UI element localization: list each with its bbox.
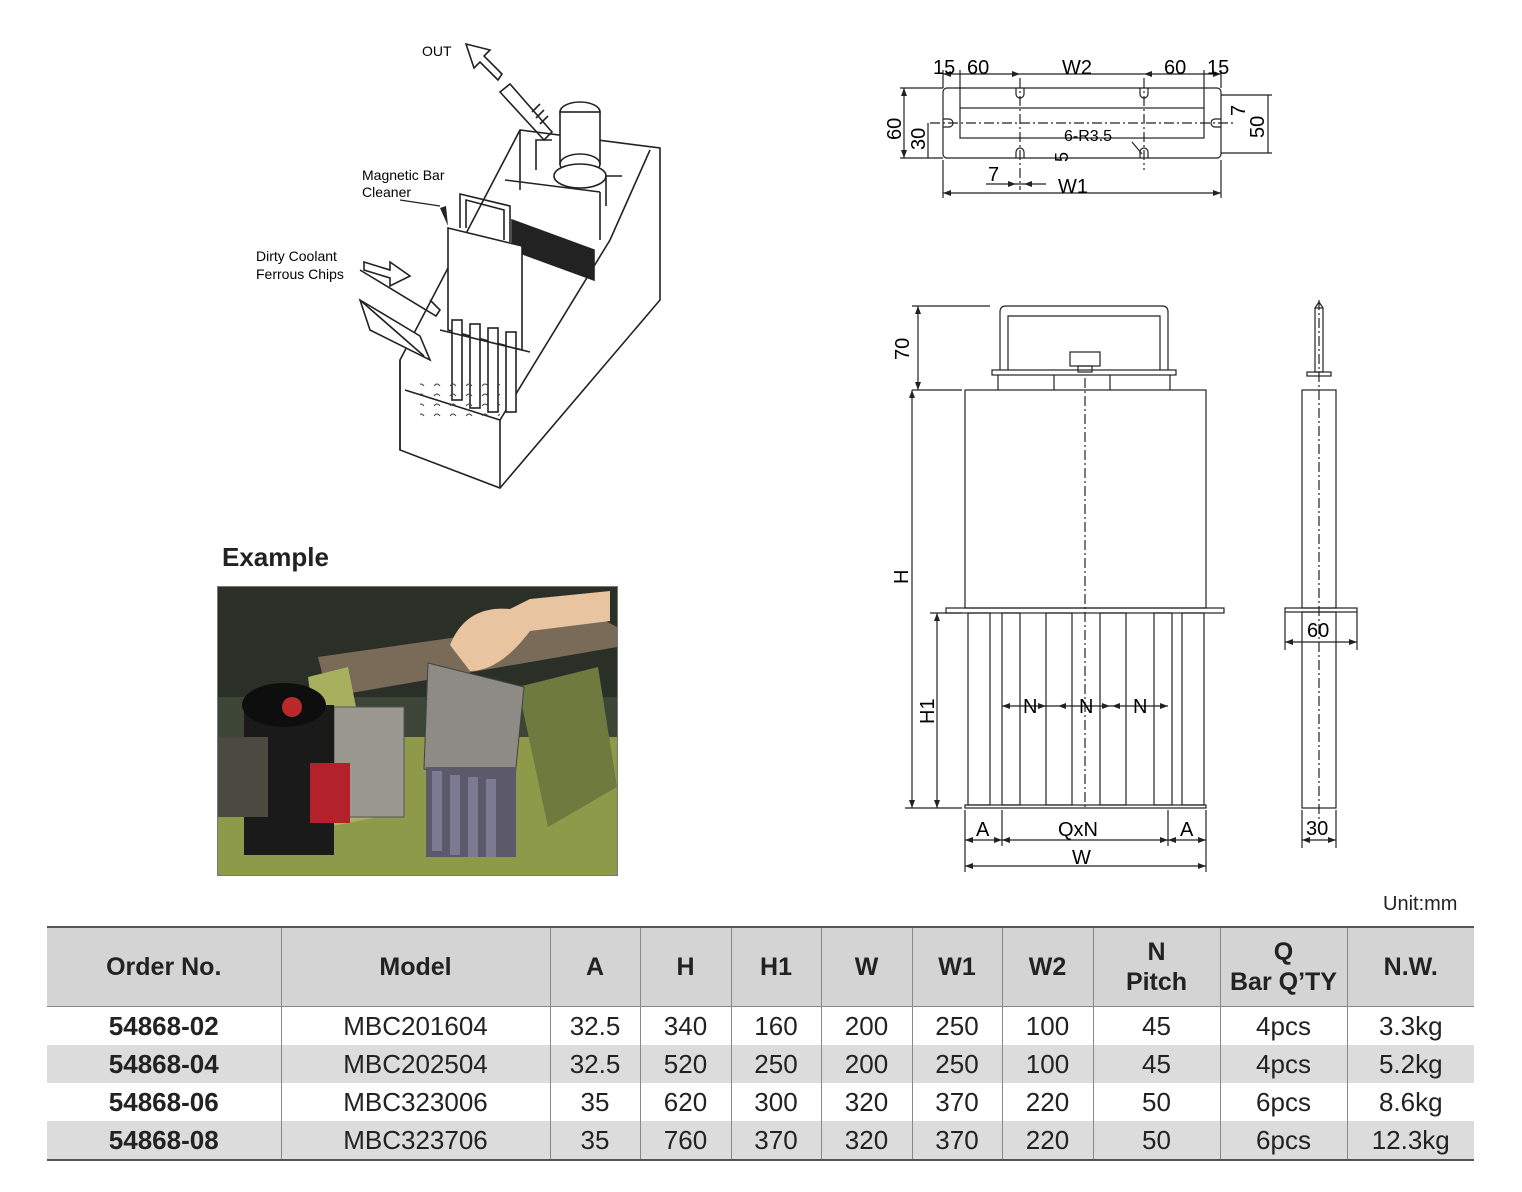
cell-q-bar-qty: 4pcs	[1219, 1045, 1347, 1083]
table-row: 54868-02 MBC201604 32.5 340 160 200 250 …	[47, 1006, 1474, 1045]
cell-w2: 220	[1001, 1083, 1093, 1121]
table-row: 54868-06 MBC323006 35 620 300 320 370 22…	[47, 1083, 1474, 1121]
dim-top-7-bottom: 7	[988, 164, 999, 186]
dim-top-60-right: 60	[1164, 57, 1186, 79]
cell-h: 620	[639, 1083, 731, 1121]
cell-w2: 100	[1001, 1045, 1093, 1083]
cell-w: 200	[820, 1045, 912, 1083]
dim-side-30: 30	[1306, 818, 1328, 840]
dim-front-qxn: QxN	[1058, 819, 1098, 841]
cell-nw: 8.6kg	[1346, 1083, 1474, 1121]
cell-model: MBC202504	[280, 1045, 550, 1083]
cell-w2: 220	[1001, 1121, 1093, 1161]
dim-top-60-vert: 60	[884, 118, 906, 140]
unit-label: Unit:mm	[1383, 893, 1458, 915]
dim-front-70: 70	[892, 338, 914, 360]
table-row: 54868-08 MBC323706 35 760 370 320 370 22…	[47, 1121, 1474, 1161]
example-heading: Example	[222, 542, 329, 572]
cell-a: 35	[549, 1083, 640, 1121]
cell-h: 340	[639, 1006, 731, 1045]
table-row: 54868-04 MBC202504 32.5 520 250 200 250 …	[47, 1045, 1474, 1083]
cell-order-no: 54868-04	[47, 1045, 281, 1083]
cell-q-bar-qty: 4pcs	[1219, 1006, 1347, 1045]
dim-top-radius: 6-R3.5	[1064, 128, 1112, 145]
header-a: A	[549, 926, 640, 1007]
cell-nw: 5.2kg	[1346, 1045, 1474, 1083]
installation-schematic: OUT Magnetic Bar Cleaner Dirty Coolant F…	[256, 42, 661, 489]
cell-h1: 370	[730, 1121, 821, 1161]
cell-h: 760	[639, 1121, 731, 1161]
cell-w: 320	[820, 1121, 912, 1161]
header-model: Model	[280, 926, 550, 1007]
cell-a: 32.5	[549, 1006, 640, 1045]
label-cleaner-line1: Magnetic Bar	[362, 167, 445, 183]
top-view-drawing: 15 60 W2 60 15 60 30 7 50 6-R3.5 5 7 W1	[884, 57, 1272, 198]
cell-n-pitch: 50	[1092, 1121, 1220, 1161]
header-nw: N.W.	[1346, 926, 1474, 1007]
header-order-no: Order No.	[47, 926, 281, 1007]
cell-w1: 250	[911, 1045, 1002, 1083]
cell-w1: 370	[911, 1083, 1002, 1121]
cell-model: MBC201604	[280, 1006, 550, 1045]
example-photo-illustration	[218, 587, 617, 875]
cell-w1: 250	[911, 1006, 1002, 1045]
dim-top-15-left: 15	[933, 57, 955, 79]
cell-q-bar-qty: 6pcs	[1219, 1121, 1347, 1161]
cell-w2: 100	[1001, 1006, 1093, 1045]
cell-h1: 160	[730, 1006, 821, 1045]
cell-h: 520	[639, 1045, 731, 1083]
label-inlet-line1: Dirty Coolant	[256, 248, 337, 264]
dim-front-w: W	[1072, 847, 1091, 869]
cell-q-bar-qty: 6pcs	[1219, 1083, 1347, 1121]
cell-model: MBC323006	[280, 1083, 550, 1121]
header-h1: H1	[730, 926, 821, 1007]
example-photo	[217, 586, 618, 876]
label-inlet-line2: Ferrous Chips	[256, 266, 344, 282]
dim-top-5: 5	[1052, 152, 1072, 162]
dim-front-n3: N	[1133, 696, 1147, 718]
dim-top-15-right: 15	[1207, 57, 1229, 79]
dim-top-7-right: 7	[1228, 105, 1250, 116]
cell-nw: 12.3kg	[1346, 1121, 1474, 1161]
cell-n-pitch: 45	[1092, 1045, 1220, 1083]
cell-nw: 3.3kg	[1346, 1006, 1474, 1045]
cell-w1: 370	[911, 1121, 1002, 1161]
cell-a: 35	[549, 1121, 640, 1161]
dim-front-n1: N	[1023, 696, 1037, 718]
dim-top-30-vert: 30	[908, 128, 930, 150]
side-view-drawing: 60 30	[1284, 300, 1358, 848]
cell-h1: 250	[730, 1045, 821, 1083]
dim-front-n2: N	[1079, 696, 1093, 718]
dim-front-h1: H1	[917, 698, 939, 724]
front-view-drawing: 70 H H1 N N N A QxN A W	[891, 305, 1225, 872]
cell-w: 200	[820, 1006, 912, 1045]
cell-order-no: 54868-08	[47, 1121, 281, 1161]
cell-order-no: 54868-06	[47, 1083, 281, 1121]
cell-model: MBC323706	[280, 1121, 550, 1161]
dim-front-a-right: A	[1180, 819, 1194, 841]
header-w1: W1	[911, 926, 1002, 1007]
cell-w: 320	[820, 1083, 912, 1121]
dim-top-50-vert: 50	[1247, 116, 1269, 138]
label-out: OUT	[422, 43, 452, 59]
cell-a: 32.5	[549, 1045, 640, 1083]
dim-top-w1: W1	[1058, 176, 1088, 198]
header-h: H	[639, 926, 731, 1007]
dim-top-60-left: 60	[967, 57, 989, 79]
header-w2: W2	[1001, 926, 1093, 1007]
cell-n-pitch: 50	[1092, 1083, 1220, 1121]
dim-front-a-left: A	[976, 819, 990, 841]
dim-top-w2: W2	[1062, 57, 1092, 79]
header-w: W	[820, 926, 912, 1007]
cell-order-no: 54868-02	[47, 1006, 281, 1045]
cell-h1: 300	[730, 1083, 821, 1121]
label-cleaner-line2: Cleaner	[362, 184, 411, 200]
dim-side-60: 60	[1307, 620, 1329, 642]
dim-front-h: H	[891, 570, 913, 584]
cell-n-pitch: 45	[1092, 1006, 1220, 1045]
